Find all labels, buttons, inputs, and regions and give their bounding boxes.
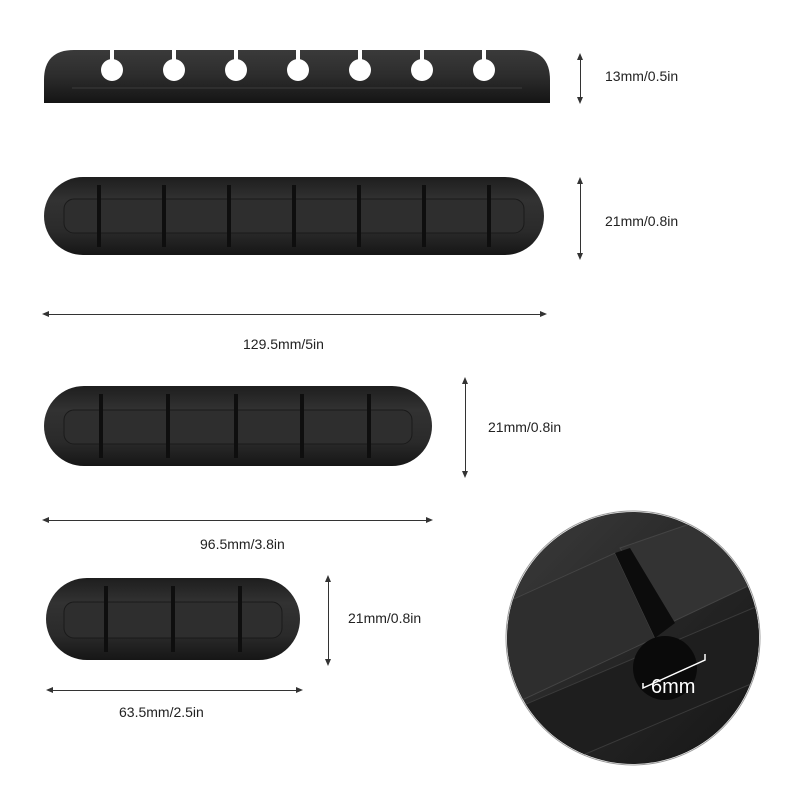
width-label: 63.5mm/2.5in <box>119 704 204 720</box>
top-view-5-slot-graphic <box>44 386 432 466</box>
width-label: 129.5mm/5in <box>243 336 324 352</box>
closeup-circle-graphic <box>505 510 761 766</box>
height-label: 13mm/0.5in <box>605 68 679 84</box>
top-view-7-slot-graphic <box>44 177 544 255</box>
width-label: 96.5mm/3.8in <box>200 536 285 552</box>
height-label: 21mm/0.8in <box>605 213 679 229</box>
side-view-clip-graphic <box>44 48 550 103</box>
height-label: 21mm/0.8in <box>488 419 562 435</box>
hole-diameter-label: 6mm <box>651 676 696 698</box>
top-view-3-slot-graphic <box>46 578 300 660</box>
height-label: 21mm/0.8in <box>348 610 422 626</box>
